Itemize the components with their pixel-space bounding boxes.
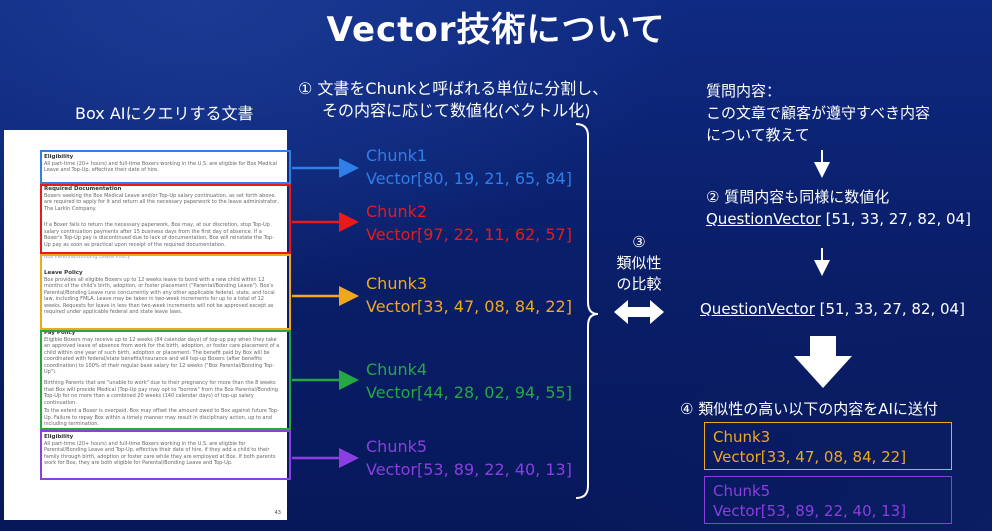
step1-line2: その内容に応じて数値化(ベクトル化): [322, 101, 591, 120]
step2-block: ② 質問内容も同様に数値化 QuestionVector [51, 33, 27…: [706, 186, 971, 230]
chunk1-box: [40, 150, 291, 184]
result-chunk5-name: Chunk5: [713, 482, 771, 500]
chunk4-vector: Vector[44, 28, 02, 94, 55]: [366, 383, 572, 402]
chunk5-label: Chunk5 Vector[53, 89, 22, 40, 13]: [366, 435, 572, 481]
query-vector: QuestionVector [51, 33, 27, 82, 04]: [700, 300, 965, 318]
doc-section-heading: Pay Policy: [44, 330, 76, 336]
step3-label: ③ 類似性 の比較: [612, 232, 666, 295]
step4-label: ④ 類似性の高い以下の内容をAIに送付: [680, 400, 938, 418]
chunk1-label: Chunk1 Vector[80, 19, 21, 65, 84]: [366, 144, 572, 190]
chunk3-vector: Vector[33, 47, 08, 84, 22]: [366, 297, 572, 316]
document-page: Eligibility All part-time (20+ hours) an…: [4, 130, 291, 520]
question-line1: この文章で顧客が遵守すべき内容: [706, 104, 930, 122]
query-vector-values: [51, 33, 27, 82, 04]: [814, 300, 965, 318]
chunk2-vector: Vector[97, 22, 11, 62, 57]: [366, 225, 572, 244]
doc-section-pay-policy: Pay Policy Eligible Boxers may receive u…: [44, 330, 280, 376]
chunk5-box: [40, 430, 291, 480]
doc-section-text: Birthing Parents that are "unable to wor…: [44, 380, 278, 406]
chunk3-name: Chunk3: [366, 274, 428, 293]
doc-section-text: Box provides all eligible Boxers up to 1…: [44, 276, 275, 316]
result-chunk5-box: Chunk5 Vector[53, 89, 22, 40, 13]: [704, 476, 952, 524]
result-chunk3-name: Chunk3: [713, 428, 771, 446]
doc-section-overpaid: To the extent a Boxer is overpaid, Box m…: [44, 408, 280, 428]
chunk4-name: Chunk4: [366, 360, 428, 379]
step1-label: ① 文書をChunkと呼ばれる単位に分割し、 その内容に応じて数値化(ベクトル化…: [298, 78, 628, 122]
doc-section-required-documentation: Required Documentation Boxers seeking th…: [44, 186, 280, 214]
compare-double-arrow-icon: [614, 300, 664, 324]
chunks-brace: [575, 123, 599, 499]
chunk5-name: Chunk5: [366, 437, 428, 456]
step3-line1: 類似性: [616, 254, 662, 272]
result-chunk3-vector: Vector[33, 47, 08, 84, 22]: [713, 448, 907, 466]
chunk2-label: Chunk2 Vector[97, 22, 11, 62, 57]: [366, 200, 572, 246]
doc-section-eligibility: Eligibility All part-time (20+ hours) an…: [44, 154, 280, 184]
step1-line1: ① 文書をChunkと呼ばれる単位に分割し、: [298, 79, 609, 98]
doc-section-text: All part-time (20+ hours) and full-time …: [44, 440, 276, 467]
slide-title: Vector技術について: [326, 10, 666, 50]
step3-line2: の比較: [616, 275, 662, 293]
doc-section-text: All part-time (20+ hours) and full-time …: [44, 160, 278, 174]
step2-vector-name: QuestionVector: [706, 210, 821, 228]
doc-section-birthing-parents: Birthing Parents that are "unable to wor…: [44, 380, 280, 406]
chunk4-label: Chunk4 Vector[44, 28, 02, 94, 55]: [366, 358, 572, 404]
doc-section-text: Boxers seeking the Box Medical Leave and…: [44, 192, 279, 212]
chunk5-vector: Vector[53, 89, 22, 40, 13]: [366, 460, 572, 479]
doc-section-heading: Eligibility: [44, 434, 74, 440]
doc-section-heading: Leave Policy: [44, 270, 83, 276]
document-heading: Box AIにクエリする文書: [75, 104, 254, 123]
doc-section-text: Eligible Boxers may receive up to 12 wee…: [44, 336, 280, 376]
question-line2: について教えて: [706, 126, 810, 144]
step2-label: ② 質問内容も同様に数値化: [706, 188, 890, 206]
chunk3-label: Chunk3 Vector[33, 47, 08, 84, 22]: [366, 272, 572, 318]
result-chunk3-box: Chunk3 Vector[33, 47, 08, 84, 22]: [704, 422, 952, 470]
doc-section-paperwork: If a Boxer fails to return the necessary…: [44, 222, 280, 250]
chunk1-vector: Vector[80, 19, 21, 65, 84]: [366, 169, 572, 188]
doc-section-text: To the extent a Boxer is overpaid, Box m…: [44, 408, 279, 427]
result-chunk5-vector: Vector[53, 89, 22, 40, 13]: [713, 502, 907, 520]
question-label: 質問内容：: [706, 82, 782, 100]
chunk4-box: [40, 330, 291, 430]
query-vector-name: QuestionVector: [700, 300, 815, 318]
step2-vector: QuestionVector [51, 33, 27, 82, 04]: [706, 208, 971, 230]
doc-section-heading: Required Documentation: [44, 186, 122, 192]
doc-section-heading: Eligibility: [44, 154, 74, 160]
send-down-arrow-icon: [794, 336, 852, 388]
step2-vector-values: [51, 33, 27, 82, 04]: [820, 210, 971, 228]
doc-section-eligibility-2: Eligibility All part-time (20+ hours) an…: [44, 434, 280, 478]
step3-number: ③: [632, 233, 646, 251]
doc-section-text: If a Boxer fails to return the necessary…: [44, 222, 274, 248]
doc-page-number: 43: [274, 510, 281, 516]
chunk2-name: Chunk2: [366, 202, 428, 221]
chunk3-box: [40, 254, 291, 330]
doc-policy-title: Box Parental/Bonding Leave Policy: [44, 254, 131, 260]
question-block: 質問内容： この文章で顧客が遵守すべき内容 について教えて: [706, 80, 930, 146]
doc-section-leave-policy: Leave Policy Box provides all eligible B…: [44, 270, 280, 328]
chunk2-box: [40, 184, 291, 254]
chunk1-name: Chunk1: [366, 146, 428, 165]
